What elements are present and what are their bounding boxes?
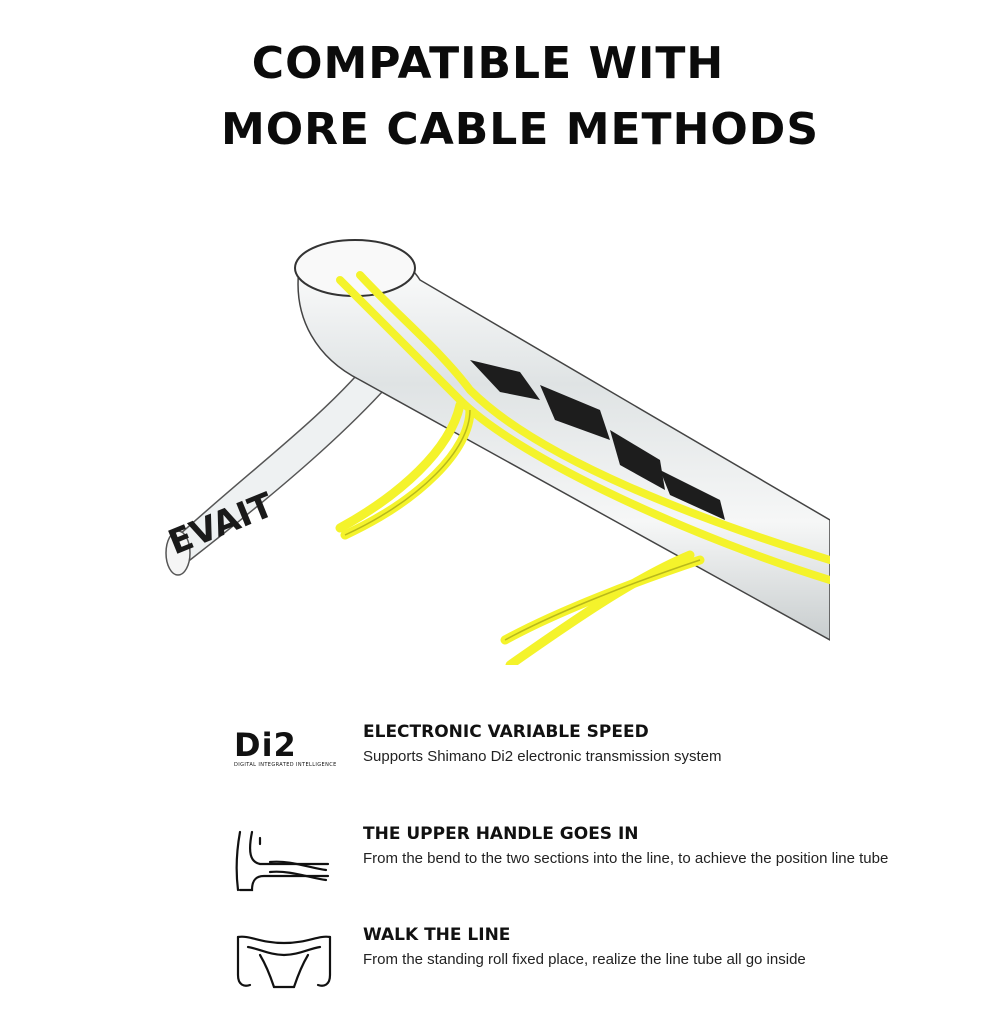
handlebar-illustration: EVAIT <box>163 239 830 665</box>
internal-cables <box>336 271 830 584</box>
headline-line-1: COMPATIBLE WITH <box>251 38 725 89</box>
feature-walk-line: WALK THE LINE From the standing roll fix… <box>230 925 950 1015</box>
feature-electronic-speed: Di2 DIGITAL INTEGRATED INTELLIGENCE ELEC… <box>230 722 950 812</box>
top-bar <box>297 245 830 641</box>
svg-text:Di2: Di2 <box>234 726 297 764</box>
feature-description: From the bend to the two sections into t… <box>363 850 889 867</box>
di2-logo-icon: Di2 DIGITAL INTEGRATED INTELLIGENCE <box>234 726 337 768</box>
bar-end <box>165 530 191 576</box>
upper-handle-icon <box>235 830 330 892</box>
feature-title: THE UPPER HANDLE GOES IN <box>363 824 639 844</box>
feature-title: ELECTRONIC VARIABLE SPEED <box>363 722 649 742</box>
svg-text:DIGITAL INTEGRATED INTELLIGENC: DIGITAL INTEGRATED INTELLIGENCE <box>234 762 337 768</box>
feature-description: Supports Shimano Di2 electronic transmis… <box>363 748 722 765</box>
feature-description: From the standing roll fixed place, real… <box>363 951 806 968</box>
tip-brand-mark: EVAIT <box>163 485 280 563</box>
feature-upper-handle: THE UPPER HANDLE GOES IN From the bend t… <box>230 824 950 914</box>
walk-line-icon <box>236 935 332 989</box>
bar-top-opening <box>294 239 416 297</box>
bar-brand-graphic <box>470 360 725 520</box>
headline-line-2: MORE CABLE METHODS <box>220 104 820 155</box>
feature-title: WALK THE LINE <box>363 925 511 945</box>
